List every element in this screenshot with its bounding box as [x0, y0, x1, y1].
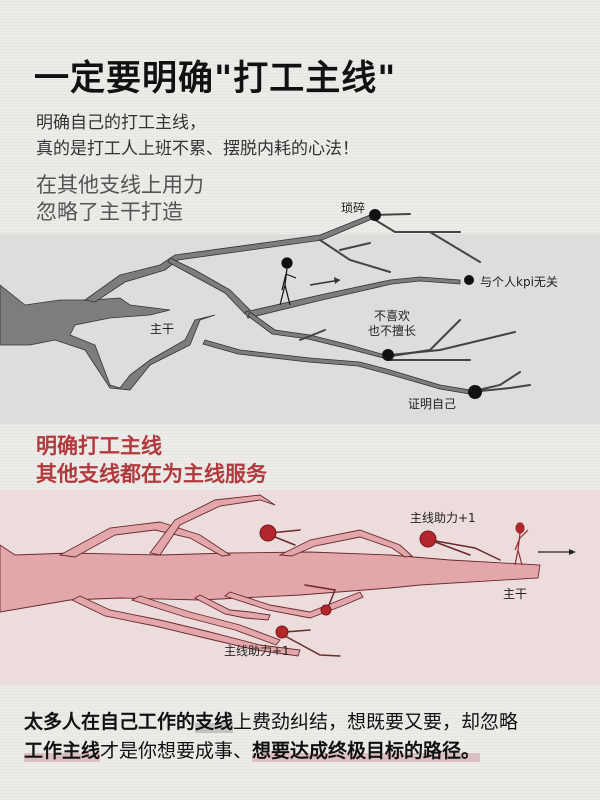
boost-node-3 — [320, 604, 332, 616]
page-subtitle: 明确自己的打工主线， 真的是打工人上班不累、摆脱内耗的心法！ — [36, 110, 359, 162]
wrong-heading-line-2: 忽略了主干打造 — [36, 200, 183, 224]
label-trivial: 琐碎 — [341, 201, 366, 215]
boost-node-4 — [275, 625, 289, 639]
summary-line-2: 工作主线才是你想要成事、想要达成终极目标的路径。 — [24, 737, 584, 766]
trivial-node — [369, 209, 381, 221]
label-prove-self: 证明自己 — [408, 397, 457, 411]
label-trunk-pink: 主干 — [503, 587, 528, 601]
wrong-heading-line-1: 在其他支线上用力 — [36, 173, 204, 197]
summary-text: 太多人在自己工作的支线上费劲纠结，想既要又要，却忽略 工作主线才是你想要成事、想… — [24, 708, 584, 766]
boost-node-2 — [419, 530, 437, 548]
dislike-node — [382, 349, 394, 361]
summary-bold-1: 太多人在自己工作的 — [24, 711, 196, 733]
subtitle-line-2: 真的是打工人上班不累、摆脱内耗的心法！ — [36, 139, 359, 159]
summary-rest-1: 上费劲纠结，想既要又要，却忽略 — [233, 711, 519, 733]
wrong-approach-heading: 在其他支线上用力 忽略了主干打造 — [36, 172, 204, 226]
kpi-node — [464, 275, 474, 285]
gray-band — [0, 234, 600, 424]
right-heading-line-1: 明确打工主线 — [36, 434, 162, 458]
subtitle-line-1: 明确自己的打工主线， — [36, 113, 206, 133]
summary-line-1: 太多人在自己工作的支线上费劲纠结，想既要又要，却忽略 — [24, 708, 584, 737]
label-boost-top: 主线助力+1 — [410, 511, 476, 525]
label-dislike-line-1: 不喜欢 — [374, 309, 411, 323]
label-trunk-gray: 主干 — [150, 322, 175, 336]
label-unrelated-kpi: 与个人kpi无关 — [480, 275, 558, 289]
boost-node-1 — [259, 524, 277, 542]
summary-highlight-mainline: 工作主线 — [24, 740, 101, 762]
summary-highlight-goal: 想要达成终极目标的路径。 — [252, 740, 481, 762]
label-boost-bottom: 主线助力+1 — [224, 644, 290, 658]
walker-figure-red — [514, 522, 529, 566]
walker-figure-gray — [279, 257, 297, 306]
summary-mid-2: 才是你想要成事、 — [100, 740, 253, 762]
prove-node — [468, 385, 482, 399]
label-dislike: 不喜欢 也不擅长 — [368, 309, 416, 339]
label-dislike-line-2: 也不擅长 — [368, 324, 417, 338]
right-heading-line-2: 其他支线都在为主线服务 — [36, 462, 267, 486]
summary-highlight-branch: 支线 — [195, 711, 234, 733]
right-approach-heading: 明确打工主线 其他支线都在为主线服务 — [36, 432, 267, 488]
page-title: 一定要明确"打工主线" — [34, 59, 397, 99]
